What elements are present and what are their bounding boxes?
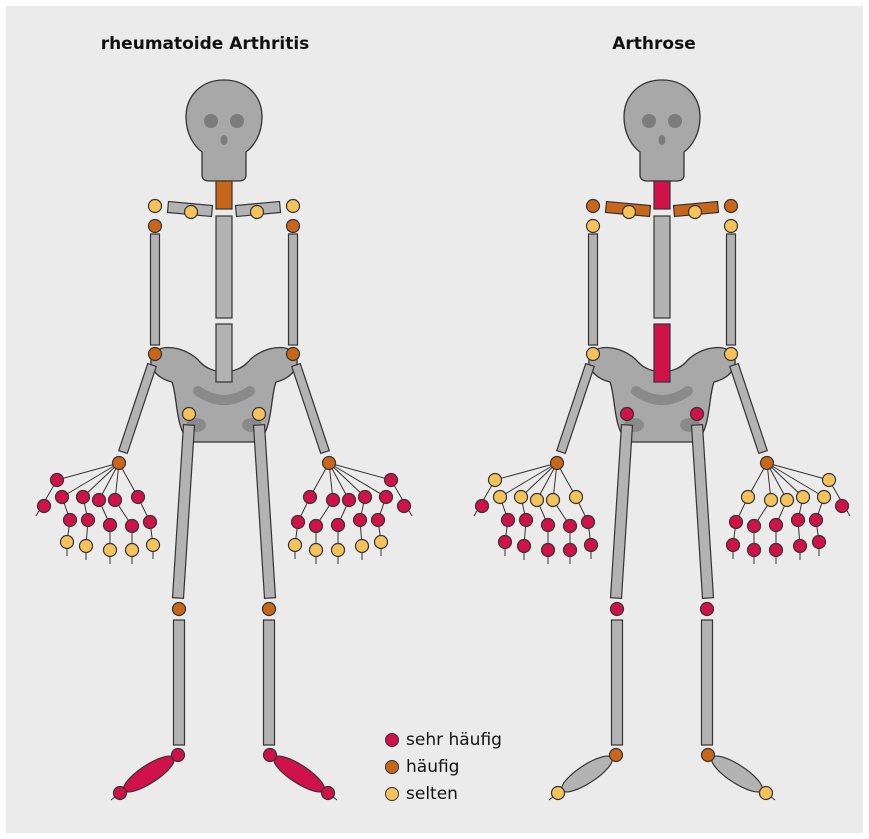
finger-joint-right-3-mcp: [781, 494, 794, 507]
finger-joint-left-5-mcp: [570, 491, 583, 504]
finger-joint-right-4-dip: [748, 544, 761, 557]
finger-joint-right-3-pip: [770, 519, 783, 532]
joint-shoulder-left: [587, 220, 600, 233]
finger-joint-left-3-mcp: [531, 494, 544, 507]
joint-shoulder-inner-left: [623, 206, 636, 219]
finger-joint-left-3-dip: [542, 544, 555, 557]
finger-joint-left-1-mcp: [494, 491, 507, 504]
joint-shoulder-right: [725, 220, 738, 233]
finger-joint-left-3-pip: [542, 519, 555, 532]
finger-line-right-1: [767, 463, 824, 497]
finger-joint-right-5-dip: [727, 539, 740, 552]
joint-wrist-left: [551, 457, 564, 470]
skull-eye-left: [642, 114, 656, 128]
legend-swatch-haeufig: [385, 760, 399, 774]
finger-joint-right-1-pip: [810, 514, 823, 527]
joint-wrist-right: [761, 457, 774, 470]
finger-joint-right-1-dip: [813, 536, 826, 549]
skull-eye-right: [668, 114, 682, 128]
finger-joint-left-2-mcp: [515, 491, 528, 504]
finger-joint-right-5-pip: [730, 516, 743, 529]
thumb-tip-joint-right: [836, 500, 849, 513]
finger-joint-left-5-dip: [585, 539, 598, 552]
foot-left: [557, 750, 616, 798]
skull: [624, 80, 700, 181]
forearm-left: [557, 364, 595, 454]
forearm-right: [730, 364, 768, 454]
legend-label-sehr-haeufig: sehr häufig: [406, 730, 502, 750]
joint-ankle-right: [702, 749, 715, 762]
finger-joint-right-2-pip: [792, 514, 805, 527]
joint-hip-left: [621, 408, 634, 421]
joint-shoulder-outer-right: [725, 200, 738, 213]
thigh-left: [611, 425, 633, 599]
joint-knee-left: [611, 603, 624, 616]
joint-shoulder-inner-right: [689, 206, 702, 219]
legend: sehr häufig häufig selten: [385, 726, 502, 807]
finger-joint-right-4-mcp: [765, 494, 778, 507]
foot-right: [707, 750, 766, 798]
finger-joint-left-4-mcp: [547, 494, 560, 507]
thumb-tip-joint-left: [476, 500, 489, 513]
finger-joint-left-4-dip: [564, 544, 577, 557]
legend-label-haeufig: häufig: [406, 757, 459, 777]
joint-toe-right: [760, 787, 773, 800]
thigh-right: [692, 425, 714, 599]
spine-upper: [654, 216, 670, 318]
upper-arm-left: [589, 234, 598, 345]
legend-label-selten: selten: [406, 784, 458, 804]
joint-knee-right: [701, 603, 714, 616]
legend-swatch-sehr-haeufig: [385, 733, 399, 747]
joint-elbow-right: [725, 348, 738, 361]
finger-joint-right-2-mcp: [797, 491, 810, 504]
finger-joint-right-4-pip: [748, 520, 761, 533]
shin-right: [702, 620, 713, 745]
joint-hip-right: [691, 408, 704, 421]
legend-item-haeufig: häufig: [385, 753, 502, 780]
finger-joint-left-4-pip: [564, 520, 577, 533]
joint-ankle-left: [610, 749, 623, 762]
skull-nose: [659, 135, 666, 145]
finger-line-left-1: [500, 463, 557, 497]
thumb-joint-right: [823, 474, 836, 487]
finger-joint-left-2-pip: [520, 514, 533, 527]
shin-left: [612, 620, 623, 745]
finger-joint-right-3-dip: [770, 544, 783, 557]
joint-toe-left: [552, 787, 565, 800]
finger-joint-left-1-dip: [499, 536, 512, 549]
finger-joint-left-5-pip: [582, 516, 595, 529]
joint-elbow-left: [587, 348, 600, 361]
finger-joint-right-1-mcp: [818, 491, 831, 504]
finger-joint-left-1-pip: [502, 514, 515, 527]
finger-joint-right-5-mcp: [742, 491, 755, 504]
neck: [654, 181, 670, 209]
joint-shoulder-outer-left: [587, 200, 600, 213]
upper-arm-right: [727, 234, 736, 345]
legend-item-selten: selten: [385, 780, 502, 807]
legend-swatch-selten: [385, 787, 399, 801]
thumb-joint-left: [489, 474, 502, 487]
finger-joint-left-2-dip: [518, 540, 531, 553]
legend-item-sehr-haeufig: sehr häufig: [385, 726, 502, 753]
finger-joint-right-2-dip: [794, 540, 807, 553]
spine-lower: [654, 324, 670, 382]
